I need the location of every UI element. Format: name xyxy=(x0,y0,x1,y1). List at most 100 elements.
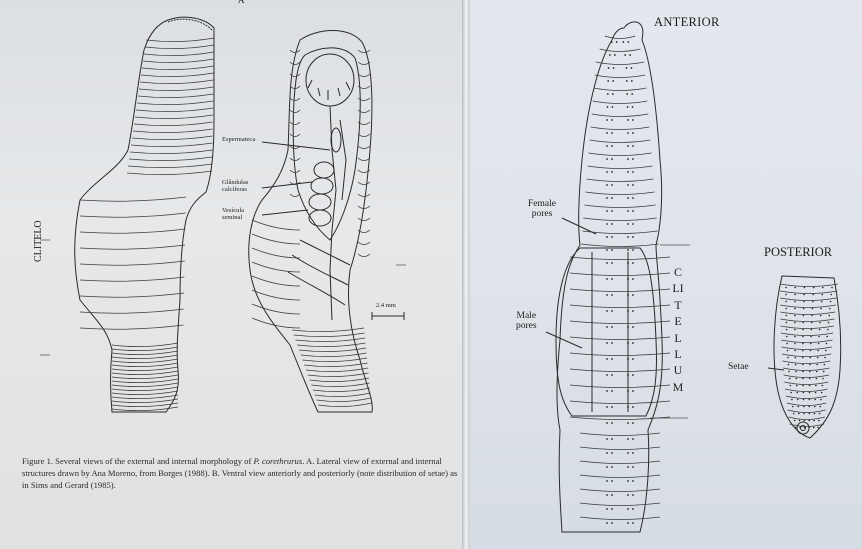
segment-ring xyxy=(591,127,650,130)
seta-dot xyxy=(819,413,821,415)
segment-ring xyxy=(358,110,370,113)
seta-dot xyxy=(612,106,614,108)
seta-dot xyxy=(829,308,831,310)
seta-dot xyxy=(606,452,608,454)
seta-dot xyxy=(627,374,629,376)
seta-dot xyxy=(606,223,608,225)
segment-ring xyxy=(112,403,178,407)
segment-ring xyxy=(317,398,372,402)
seta-dot xyxy=(803,294,805,296)
segment-ring xyxy=(141,73,214,77)
seta-dot xyxy=(611,210,613,212)
seta-dot xyxy=(818,343,820,345)
seta-dot xyxy=(624,54,626,56)
segment-ring xyxy=(127,171,212,175)
segment-ring xyxy=(290,134,300,137)
segment-ring xyxy=(252,248,300,258)
seta-dot xyxy=(632,390,634,392)
segment-ring xyxy=(782,361,830,364)
seta-dot xyxy=(606,210,608,212)
seta-dot xyxy=(802,329,804,331)
segment-ring xyxy=(303,358,368,362)
seta-dot xyxy=(627,249,629,251)
seta-dot xyxy=(632,278,634,280)
seta-dot xyxy=(794,322,796,324)
seta-dot xyxy=(794,329,796,331)
seta-dot xyxy=(803,406,805,408)
segment-ring xyxy=(781,326,834,329)
seta-dot xyxy=(803,315,805,317)
seta-dot xyxy=(629,54,631,56)
seta-dot xyxy=(632,197,634,199)
seta-dot xyxy=(606,422,608,424)
seta-dot xyxy=(785,294,787,296)
seta-dot xyxy=(804,427,806,429)
seta-dot xyxy=(786,343,788,345)
seta-dot xyxy=(606,480,608,482)
seta-dot xyxy=(821,301,823,303)
seta-dot xyxy=(831,294,833,296)
male-pores-label: Male pores xyxy=(516,312,537,332)
seta-dot xyxy=(632,210,634,212)
seta-dot xyxy=(794,343,796,345)
seta-dot xyxy=(803,301,805,303)
seta-dot xyxy=(809,364,811,366)
segment-ring xyxy=(782,354,831,357)
seta-dot xyxy=(813,427,815,429)
seta-dot xyxy=(627,132,629,134)
seta-dot xyxy=(632,310,634,312)
seta-dot xyxy=(611,358,613,360)
seta-dot xyxy=(627,119,629,121)
worm-ventral xyxy=(546,22,690,532)
segment-ring xyxy=(787,403,826,406)
segment-ring xyxy=(785,389,828,392)
seta-dot xyxy=(796,385,798,387)
seta-dot xyxy=(797,399,799,401)
seta-dot xyxy=(611,310,613,312)
seta-dot xyxy=(632,294,634,296)
seta-dot xyxy=(810,343,812,345)
seta-dot xyxy=(606,132,608,134)
segment-ring xyxy=(780,284,838,287)
segment-ring xyxy=(358,218,370,221)
seta-dot xyxy=(632,145,634,147)
seta-dot xyxy=(803,308,805,310)
seta-dot xyxy=(632,466,634,468)
seta-dot xyxy=(810,350,812,352)
segment-ring xyxy=(112,375,178,379)
seta-dot xyxy=(627,294,629,296)
seta-dot xyxy=(632,480,634,482)
seta-dot xyxy=(626,67,628,69)
seta-dot xyxy=(607,80,609,82)
seta-dot xyxy=(794,350,796,352)
segment-ring xyxy=(358,62,370,65)
seta-dot xyxy=(627,158,629,160)
seta-dot xyxy=(627,358,629,360)
segment-ring xyxy=(789,417,825,420)
segment-ring xyxy=(80,277,184,281)
seta-dot xyxy=(795,371,797,373)
seta-dot xyxy=(794,308,796,310)
segment-ring xyxy=(134,122,213,126)
segment-ring xyxy=(781,340,832,343)
segment-ring xyxy=(586,179,653,182)
seta-dot xyxy=(627,452,629,454)
seta-dot xyxy=(786,329,788,331)
anterior-label: ANTERIOR xyxy=(654,16,720,29)
seta-dot xyxy=(824,357,826,359)
segment-ring xyxy=(294,333,365,337)
seta-dot xyxy=(627,406,629,408)
seta-dot xyxy=(611,390,613,392)
seta-dot xyxy=(611,132,613,134)
segment-ring xyxy=(570,417,670,420)
segment-ring xyxy=(570,337,670,340)
seta-dot xyxy=(627,262,629,264)
segment-ring xyxy=(290,50,300,53)
seta-dot xyxy=(830,301,832,303)
segment-ring xyxy=(252,262,300,272)
seta-dot xyxy=(632,358,634,360)
seta-dot xyxy=(606,119,608,121)
seta-dot xyxy=(611,508,613,510)
seta-dot xyxy=(808,427,810,429)
segment-ring xyxy=(780,312,835,315)
